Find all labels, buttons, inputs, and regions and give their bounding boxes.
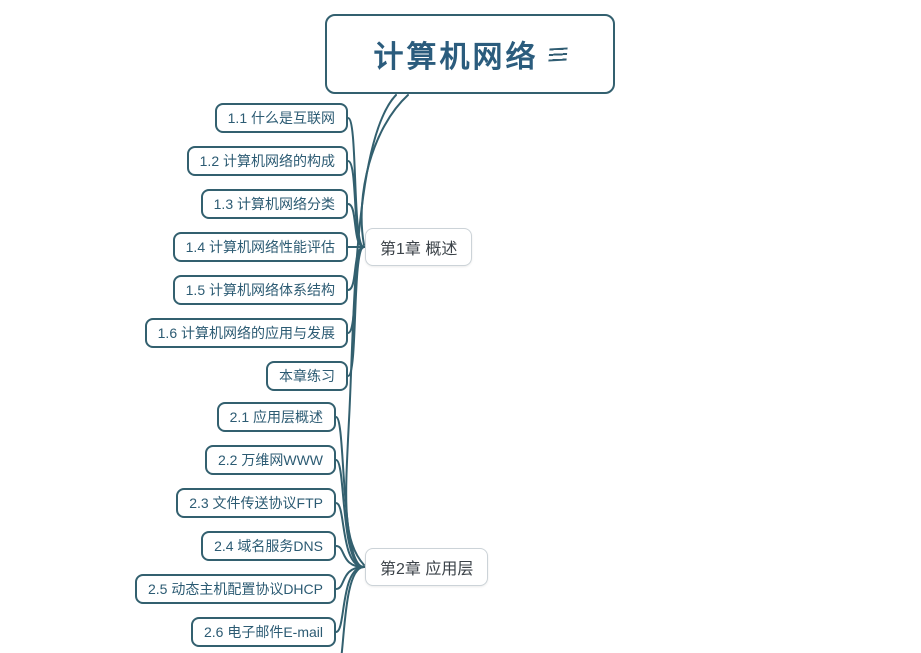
topic-1-3-label: 1.3 计算机网络分类 (213, 196, 335, 212)
topic-2-4-label: 2.4 域名服务DNS (214, 538, 323, 554)
chapter-2-label: 第2章 应用层 (380, 561, 474, 578)
topic-2-6-label: 2.6 电子邮件E-mail (203, 624, 323, 640)
connector-ch1-5 (347, 246, 365, 291)
chapter-1-label: 第1章 概述 (380, 241, 458, 258)
connector-ch1-1 (347, 117, 365, 248)
connector-ch2-3 (335, 502, 365, 568)
topic-2-5[interactable]: 2.5 动态主机配置协议DHCP (134, 574, 336, 604)
topic-1-3[interactable]: 1.3 计算机网络分类 (200, 189, 348, 219)
topic-2-6[interactable]: 2.6 电子邮件E-mail (190, 617, 336, 647)
connector-ch2-4 (335, 545, 365, 568)
topic-1-1-label: 1.1 什么是互联网 (227, 110, 335, 126)
root-topic[interactable]: 计算机网络 (325, 14, 615, 94)
connector-ch1-6 (347, 246, 365, 334)
connector-ch2-1 (335, 416, 365, 568)
connector-ch2-6 (335, 566, 365, 633)
connector-ch2-5 (335, 566, 365, 590)
topic-2-2[interactable]: 2.2 万维网WWW (205, 445, 336, 475)
menu-icon[interactable] (547, 47, 568, 61)
topic-2-3-label: 2.3 文件传送协议FTP (189, 495, 323, 511)
connector-root-chapter1 (360, 94, 409, 246)
topic-1-5-label: 1.5 计算机网络体系结构 (185, 282, 335, 298)
topic-1-6[interactable]: 1.6 计算机网络的应用与发展 (144, 318, 348, 348)
topic-1-exercise[interactable]: 本章练习 (266, 361, 348, 391)
connector-ch1-2 (347, 160, 365, 248)
connector-root-chapter2 (345, 94, 397, 566)
topic-1-4[interactable]: 1.4 计算机网络性能评估 (172, 232, 348, 262)
topic-1-2-label: 1.2 计算机网络的构成 (199, 153, 335, 169)
topic-2-3[interactable]: 2.3 文件传送协议FTP (176, 488, 336, 518)
connector-ch1-3 (347, 203, 365, 248)
topic-chapter-1[interactable]: 第1章 概述 (365, 228, 473, 266)
connector-ch2-clipped (340, 566, 365, 653)
topic-2-4[interactable]: 2.4 域名服务DNS (201, 531, 336, 561)
topic-2-1-label: 2.1 应用层概述 (229, 409, 323, 425)
topic-2-5-label: 2.5 动态主机配置协议DHCP (147, 581, 323, 597)
topic-2-1[interactable]: 2.1 应用层概述 (216, 402, 336, 432)
topic-1-5[interactable]: 1.5 计算机网络体系结构 (172, 275, 348, 305)
topic-1-1[interactable]: 1.1 什么是互联网 (214, 103, 348, 133)
topic-1-exercise-label: 本章练习 (279, 368, 335, 384)
topic-1-4-label: 1.4 计算机网络性能评估 (185, 239, 335, 255)
root-topic-label: 计算机网络 (373, 41, 539, 74)
topic-chapter-2[interactable]: 第2章 应用层 (365, 548, 489, 586)
topic-1-6-label: 1.6 计算机网络的应用与发展 (157, 325, 335, 341)
connector-ch1-7 (347, 246, 365, 377)
topic-2-2-label: 2.2 万维网WWW (218, 452, 323, 468)
topic-1-2[interactable]: 1.2 计算机网络的构成 (186, 146, 348, 176)
connector-ch2-2 (335, 459, 365, 568)
